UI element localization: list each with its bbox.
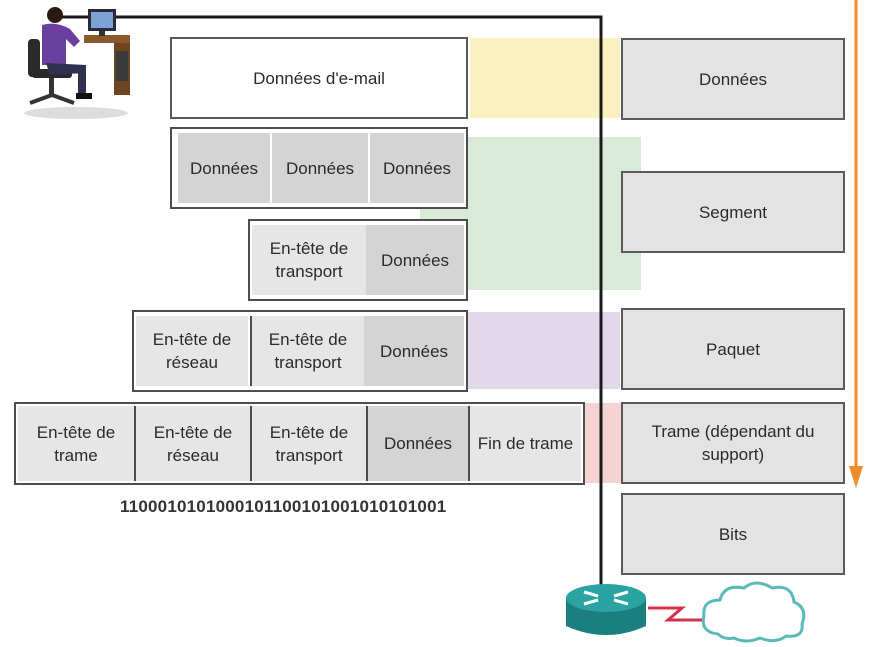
frame-data: Données	[366, 406, 468, 481]
transport-header: En-tête de transport	[250, 316, 364, 386]
cloud-icon	[701, 581, 806, 643]
segment-group: En-tête de transport Données	[248, 219, 468, 301]
data-segment-3: Données	[368, 133, 464, 203]
segment-data: Données	[366, 225, 464, 295]
email-data-box: Données d'e-mail	[170, 37, 468, 119]
transport-header: En-tête de transport	[250, 406, 366, 481]
encapsulation-arrow-icon	[849, 0, 863, 488]
network-header: En-tête de réseau	[134, 406, 250, 481]
transport-header: En-tête de transport	[252, 225, 366, 295]
packet-group: En-tête de réseau En-tête de transport D…	[132, 310, 468, 392]
pdu-data: Données	[621, 38, 845, 120]
pdu-packet: Paquet	[621, 308, 845, 390]
band-data	[470, 38, 620, 118]
data-segment-1: Données	[178, 133, 270, 203]
packet-data: Données	[364, 316, 464, 386]
segmented-data-group: Données Données Données	[170, 127, 468, 209]
network-header: En-tête de réseau	[136, 316, 248, 386]
data-segment-2: Données	[270, 133, 368, 203]
frame-group: En-tête de trame En-tête de réseau En-tê…	[14, 402, 585, 485]
band-frame	[580, 403, 622, 483]
pdu-frame: Trame (dépendant du support)	[621, 402, 845, 484]
frame-trailer: Fin de trame	[468, 406, 581, 481]
frame-header: En-tête de trame	[18, 406, 134, 481]
workstation-user-icon	[24, 7, 130, 119]
band-packet	[468, 312, 620, 389]
pdu-segment: Segment	[621, 171, 845, 253]
pdu-bits: Bits	[621, 493, 845, 575]
serial-link-icon	[648, 606, 704, 622]
bits-stream: 1100010101000101100101001010101001	[120, 497, 447, 516]
router-icon	[566, 584, 646, 635]
